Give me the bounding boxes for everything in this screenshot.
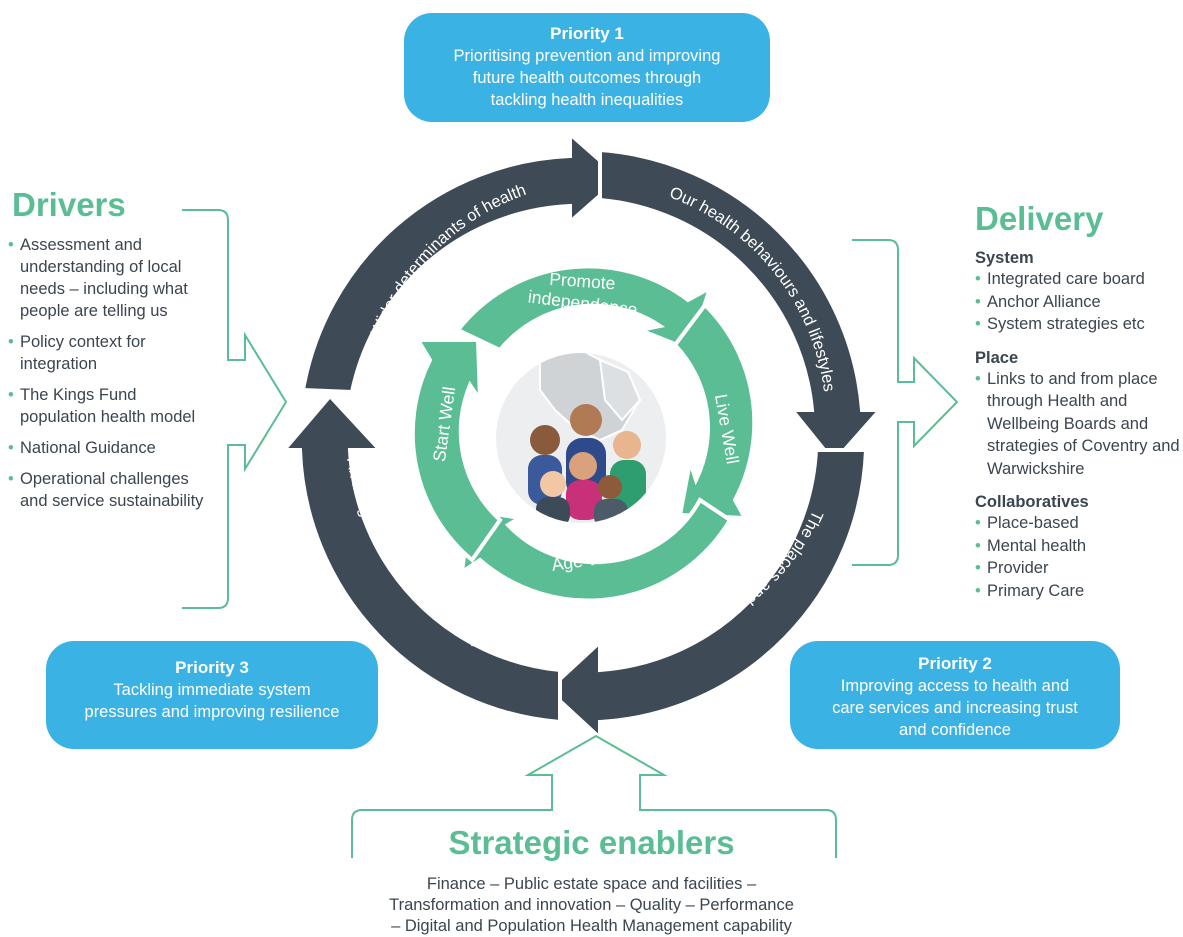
delivery-item: Anchor Alliance (975, 291, 1180, 314)
delivery-group-collaboratives: Collaboratives Place-based Mental health… (975, 492, 1180, 602)
priority-1-line: future health outcomes through (472, 69, 702, 87)
inner-ring-labels: Promote independence Live Well Age Well … (429, 269, 743, 575)
drivers-bracket-arrow (182, 209, 288, 609)
drivers-item: Operational challenges and service susta… (8, 468, 208, 512)
inner-arrow-live-well (672, 301, 757, 521)
priority-2-box: Priority 2 Improving access to health an… (790, 641, 1120, 749)
inner-arrow-promote-independence (454, 264, 714, 353)
enablers-title: Strategic enablers (448, 824, 735, 861)
delivery-title: Delivery (975, 200, 1104, 237)
drivers-title: Drivers (12, 186, 126, 223)
delivery-item: Provider (975, 557, 1180, 580)
delivery-item: Primary Care (975, 580, 1180, 603)
delivery-group-title: System (975, 249, 1034, 267)
delivery-panel: System Integrated care board Anchor Alli… (975, 248, 1180, 614)
enablers-text: Finance – Public estate space and facili… (0, 874, 1183, 937)
outer-arrow-integrated-system (279, 392, 562, 725)
priority-3-title: Priority 3 (175, 658, 249, 677)
delivery-group-place: Place Links to and from place through He… (975, 348, 1180, 481)
priority-1-line: Prioritising prevention and improving (453, 47, 721, 65)
priority-3-line: pressures and improving resilience (84, 703, 340, 721)
delivery-item: Links to and from place through Health a… (975, 368, 1180, 481)
priority-1-box: Priority 1 Prioritising prevention and i… (404, 13, 770, 122)
inner-label-promote-1: Promote (549, 269, 616, 294)
enablers-line: Transformation and innovation – Quality … (389, 896, 794, 914)
priority-1-title: Priority 1 (550, 24, 624, 43)
inner-arrow-start-well (410, 338, 503, 563)
drivers-item: National Guidance (8, 437, 208, 459)
enablers-bracket-arrow (351, 734, 837, 858)
drivers-item: Assessment and understanding of local ne… (8, 234, 208, 322)
people-group-map-illustration (489, 346, 673, 530)
delivery-item: Place-based (975, 512, 1180, 535)
priority-1-line: tackling health inequalities (490, 91, 684, 109)
priority-2-line: and confidence (899, 721, 1011, 739)
priority-2-line: care services and increasing trust (832, 699, 1078, 717)
delivery-item: Mental health (975, 535, 1180, 558)
outer-arrow-wider-determinants (300, 129, 624, 395)
inner-ring (410, 264, 757, 603)
delivery-bracket-arrow (852, 239, 959, 566)
enablers-line: Finance – Public estate space and facili… (426, 875, 757, 893)
delivery-item: Integrated care board (975, 268, 1180, 291)
outer-arrow-health-behaviours (598, 147, 885, 466)
priority-2-line: Improving access to health and (840, 677, 1070, 695)
delivery-item: System strategies etc (975, 313, 1180, 336)
priority-3-line: Tackling immediate system (113, 681, 311, 699)
priority-3-box: Priority 3 Tackling immediate system pre… (46, 641, 378, 749)
enablers-line: – Digital and Population Health Manageme… (391, 917, 792, 935)
drivers-list: Assessment and understanding of local ne… (8, 234, 208, 521)
priority-2-title: Priority 2 (918, 654, 992, 673)
drivers-item: Policy context for integration (8, 331, 208, 375)
delivery-group-system: System Integrated care board Anchor Alli… (975, 248, 1180, 336)
drivers-item: The Kings Fund population health model (8, 384, 208, 428)
delivery-group-title: Collaboratives (975, 493, 1089, 511)
delivery-group-title: Place (975, 348, 1019, 367)
